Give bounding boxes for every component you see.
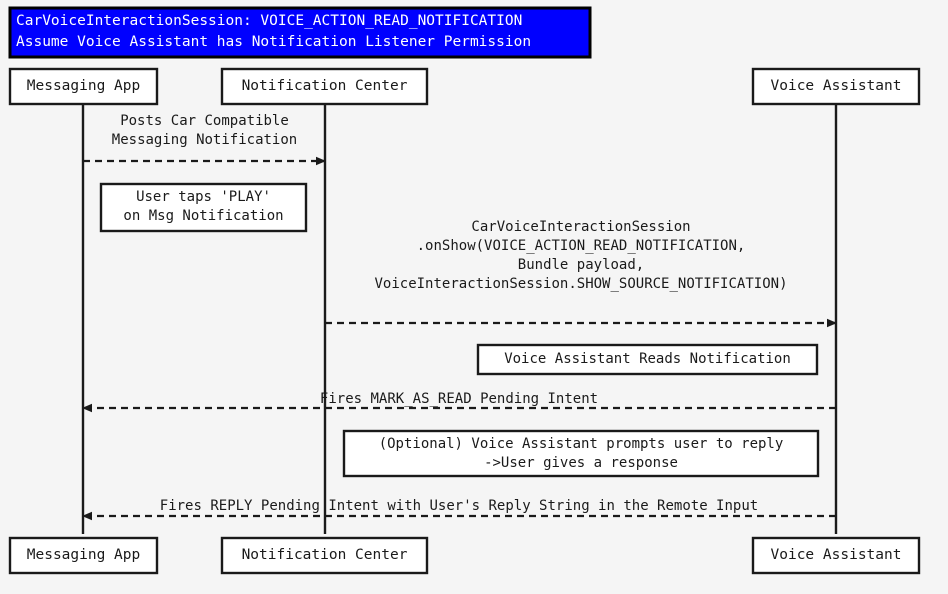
message-label-posts-notification-line-1: Posts Car Compatible [120, 113, 289, 129]
participant-label-top-notification-center: Notification Center [241, 78, 408, 94]
message-label-on-show-line-1: CarVoiceInteractionSession [471, 219, 691, 235]
note-voice-assistant-reads-line-1: Voice Assistant Reads Notification [504, 351, 791, 367]
participant-label-bottom-voice-assistant: Voice Assistant [770, 547, 902, 563]
title-box [8, 6, 592, 59]
note-optional-prompt-line-1: (Optional) Voice Assistant prompts user … [378, 436, 784, 452]
message-label-on-show-line-3: Bundle payload, [517, 257, 645, 273]
participant-box-bottom-voice-assistant[interactable] [751, 536, 921, 575]
message-label-on-show-line-4: VoiceInteractionSession.SHOW_SOURCE_NOTI… [374, 276, 788, 292]
note-optional-prompt-line-2: ->User gives a response [484, 455, 678, 471]
participant-box-bottom-messaging-app[interactable] [8, 536, 159, 575]
title-line-2: Assume Voice Assistant has Notification … [16, 34, 532, 50]
participant-box-bottom-notification-center[interactable] [220, 536, 429, 575]
participant-box-top-notification-center[interactable] [220, 67, 429, 106]
message-label-on-show-line-2: .onShow(VOICE_ACTION_READ_NOTIFICATION, [416, 238, 746, 254]
note-box-user-taps-play [99, 182, 308, 233]
note-user-taps-play-line-1: User taps 'PLAY' [136, 189, 271, 205]
message-label-reply-pending-intent: Fires REPLY Pending Intent with User's R… [159, 498, 759, 514]
note-box-voice-assistant-reads [476, 343, 819, 376]
title-line-1: CarVoiceInteractionSession: VOICE_ACTION… [16, 13, 523, 29]
participant-label-bottom-messaging-app: Messaging App [26, 547, 141, 563]
note-user-taps-play-line-2: on Msg Notification [123, 208, 284, 224]
note-box-optional-prompt [342, 429, 820, 478]
participant-label-bottom-notification-center: Notification Center [241, 547, 408, 563]
message-label-posts-notification-line-2: Messaging Notification [111, 132, 298, 148]
participant-box-top-messaging-app[interactable] [8, 67, 159, 106]
message-label-mark-as-read: Fires MARK_AS_READ Pending Intent [319, 391, 599, 407]
participant-box-top-voice-assistant[interactable] [751, 67, 921, 106]
participant-label-top-messaging-app: Messaging App [26, 78, 141, 94]
participant-label-top-voice-assistant: Voice Assistant [770, 78, 902, 94]
